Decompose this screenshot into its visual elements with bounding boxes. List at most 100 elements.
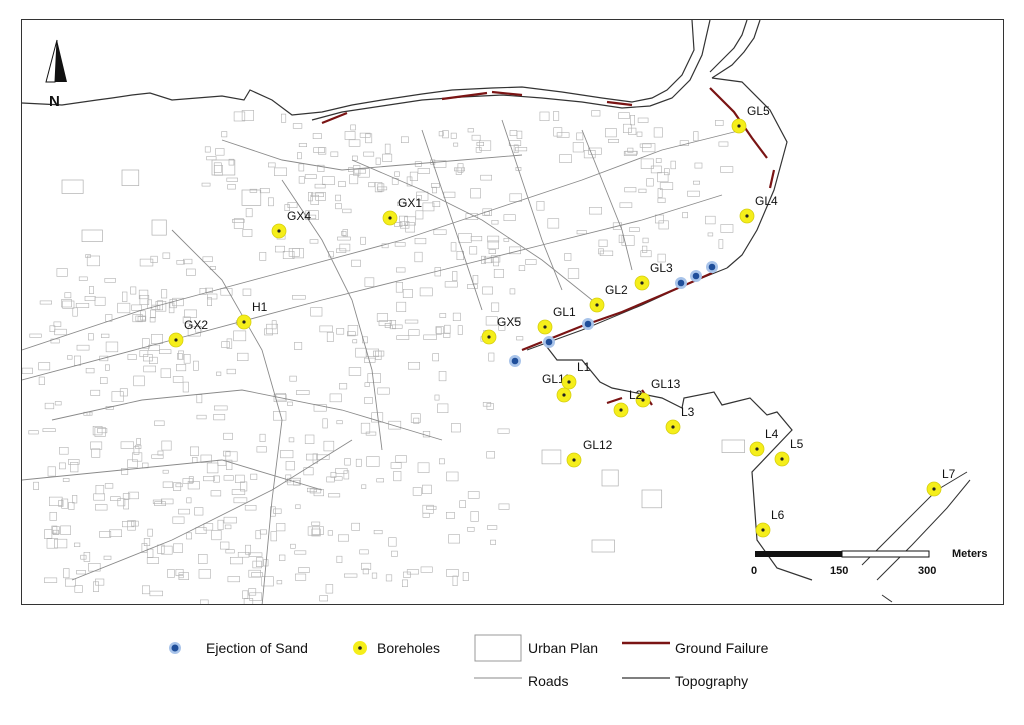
urban-block: [210, 490, 222, 497]
urban-block: [377, 387, 390, 395]
urban-block: [86, 255, 100, 267]
urban-block: [85, 254, 91, 258]
borehole-label: H1: [252, 300, 268, 314]
urban-block: [653, 127, 663, 138]
urban-block: [373, 529, 383, 535]
urban-block: [142, 585, 151, 595]
urban-block: [255, 530, 261, 540]
urban-block: [248, 569, 261, 578]
urban-block: [650, 165, 662, 174]
urban-block: [326, 331, 334, 342]
urban-block: [140, 310, 146, 321]
urban-block: [104, 278, 116, 283]
borehole-label: L5: [790, 437, 804, 451]
urban-block: [298, 163, 305, 172]
urban-block: [186, 532, 192, 540]
urban-block: [311, 526, 324, 535]
urban-block: [404, 216, 416, 226]
urban-block: [167, 569, 175, 578]
urban-block: [325, 584, 334, 594]
urban-block: [636, 131, 643, 137]
urban-block: [338, 383, 348, 390]
urban-block: [488, 352, 495, 362]
urban-block: [64, 292, 72, 299]
urban-block: [33, 481, 39, 490]
urban-block: [206, 156, 217, 161]
urban-block: [46, 537, 58, 549]
urban-block: [360, 236, 366, 245]
urban-block: [621, 235, 635, 246]
urban-block: [233, 111, 246, 122]
urban-block: [720, 224, 734, 233]
urban-block: [280, 113, 287, 123]
urban-block: [149, 590, 163, 597]
urban-block: [59, 446, 69, 455]
urban-block: [74, 585, 83, 593]
urban-block: [152, 499, 163, 504]
urban-block: [439, 313, 447, 318]
urban-block: [588, 147, 602, 155]
urban-block: [450, 132, 457, 139]
urban-block: [539, 111, 550, 121]
urban-block: [211, 159, 236, 176]
borehole-marker: L1: [561, 360, 591, 390]
urban-block: [457, 325, 463, 335]
urban-block: [482, 286, 493, 295]
urban-block: [88, 333, 94, 341]
urban-block: [203, 476, 215, 482]
urban-block: [183, 258, 193, 265]
urban-block: [444, 324, 451, 334]
urban-block: [572, 142, 584, 153]
urban-block: [412, 487, 422, 496]
urban-block: [384, 143, 391, 154]
sand-ejection-marker: [675, 277, 687, 289]
urban-block: [64, 578, 76, 587]
urban-plan-layer: [22, 110, 745, 604]
urban-block: [93, 493, 105, 501]
urban-block: [22, 367, 33, 375]
urban-block: [103, 555, 112, 560]
urban-block: [627, 147, 634, 153]
urban-block: [459, 500, 467, 508]
urban-block: [385, 574, 393, 582]
urban-block: [182, 381, 189, 393]
urban-block: [81, 229, 103, 242]
urban-block: [131, 304, 142, 311]
urban-block: [131, 520, 139, 527]
urban-block: [54, 401, 62, 406]
urban-block: [687, 190, 700, 197]
urban-block: [330, 151, 339, 157]
urban-block: [446, 471, 459, 482]
urban-block: [271, 320, 277, 330]
urban-block: [261, 576, 274, 587]
urban-block: [54, 538, 68, 549]
urban-block: [217, 519, 224, 530]
urban-block: [352, 339, 358, 344]
urban-block: [162, 252, 171, 259]
urban-block: [470, 236, 483, 242]
urban-block: [213, 162, 222, 173]
urban-block: [62, 300, 75, 309]
urban-block: [482, 402, 492, 407]
urban-block: [290, 543, 296, 549]
urban-block: [67, 355, 73, 360]
urban-block: [268, 162, 276, 168]
urban-block: [214, 405, 228, 411]
urban-block: [293, 479, 301, 486]
urban-block: [628, 127, 637, 135]
borehole-label: GL5: [747, 104, 770, 118]
urban-block: [378, 320, 392, 326]
urban-block: [232, 219, 245, 223]
urban-block: [344, 458, 351, 466]
urban-block: [367, 373, 381, 383]
urban-block: [336, 420, 343, 425]
urban-block: [226, 338, 233, 349]
borehole-marker: GX1: [382, 196, 422, 226]
borehole-label: GL13: [651, 377, 681, 391]
urban-block: [43, 577, 58, 583]
urban-block: [654, 214, 664, 224]
urban-block: [434, 394, 440, 401]
urban-block: [270, 531, 277, 542]
urban-block: [377, 186, 388, 191]
urban-block: [227, 184, 236, 190]
